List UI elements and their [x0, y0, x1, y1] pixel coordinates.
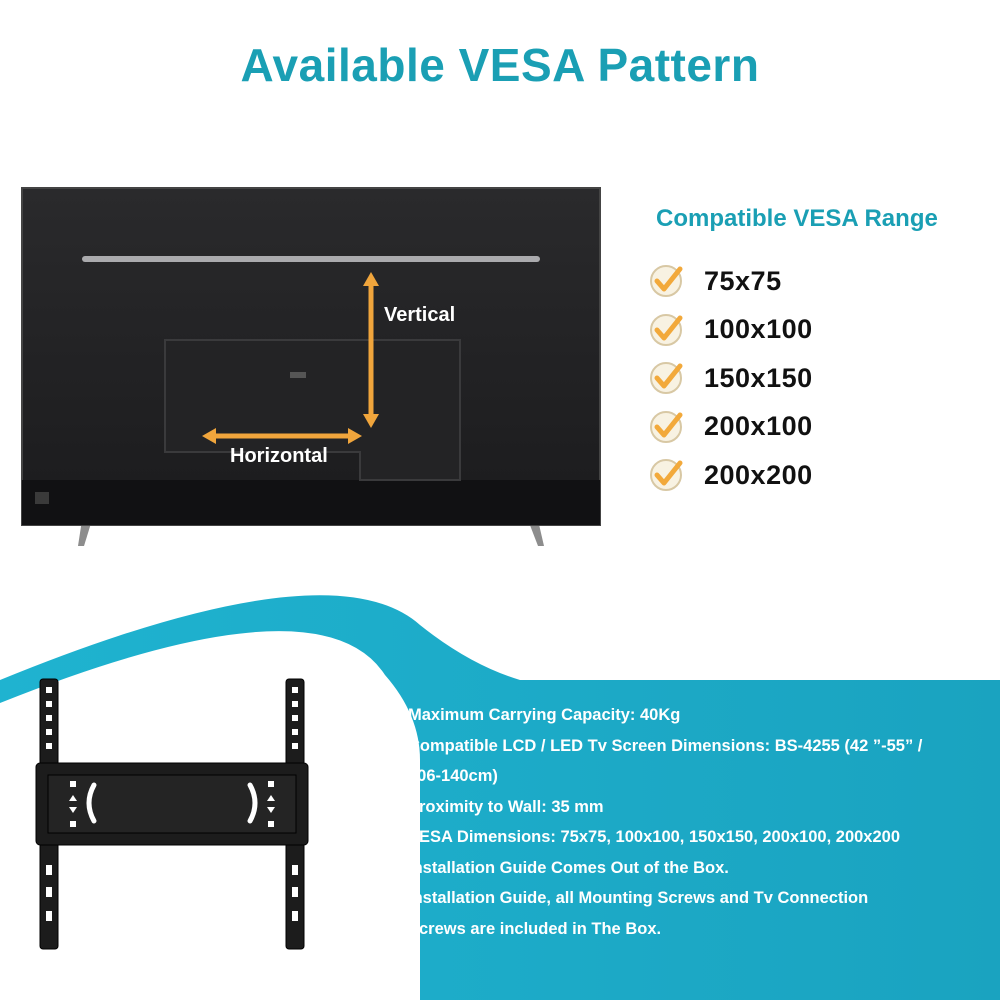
- feature-item: Installation Guide Comes Out of the Box.: [388, 853, 988, 884]
- range-item: 200x200: [640, 451, 1000, 500]
- feature-item: Screws are included in The Box.: [388, 914, 988, 945]
- check-badge-icon: [650, 265, 683, 298]
- range-label: 150x150: [704, 362, 813, 393]
- check-badge-icon: [650, 313, 683, 346]
- tv-back-image: [21, 187, 601, 546]
- feature-item: Maximum Carrying Capacity: 40Kg: [388, 700, 988, 731]
- wall-mount-image: [35, 678, 309, 950]
- feature-item-continued: 106-140cm): [408, 767, 498, 785]
- check-badge-icon: [650, 410, 683, 443]
- vesa-range-panel: Compatible VESA Range 75x75 100x100 150x…: [640, 205, 1000, 500]
- feature-list: Maximum Carrying Capacity: 40Kg Compatib…: [388, 700, 988, 944]
- range-label: 200x200: [704, 459, 813, 490]
- page-title: Available VESA Pattern: [240, 39, 760, 91]
- feature-item: Proximity to Wall: 35 mm: [388, 792, 988, 823]
- vertical-label: Vertical: [384, 304, 456, 326]
- range-item: 100x100: [640, 306, 1000, 355]
- check-badge-icon: [650, 362, 683, 395]
- feature-item: Installation Guide, all Mounting Screws …: [388, 883, 988, 914]
- feature-item: Compatible LCD / LED Tv Screen Dimension…: [388, 731, 988, 762]
- range-heading: Compatible VESA Range: [656, 205, 938, 232]
- range-label: 100x100: [704, 314, 813, 345]
- range-item: 200x100: [640, 403, 1000, 452]
- range-item: 150x150: [640, 354, 1000, 403]
- range-list: 75x75 100x100 150x150 200x100: [640, 257, 1000, 500]
- range-label: 75x75: [704, 265, 782, 296]
- range-label: 200x100: [704, 411, 813, 442]
- check-badge-icon: [650, 459, 683, 492]
- range-item: 75x75: [640, 257, 1000, 306]
- horizontal-label: Horizontal: [230, 445, 328, 467]
- feature-item: VESA Dimensions: 75x75, 100x100, 150x150…: [388, 822, 988, 853]
